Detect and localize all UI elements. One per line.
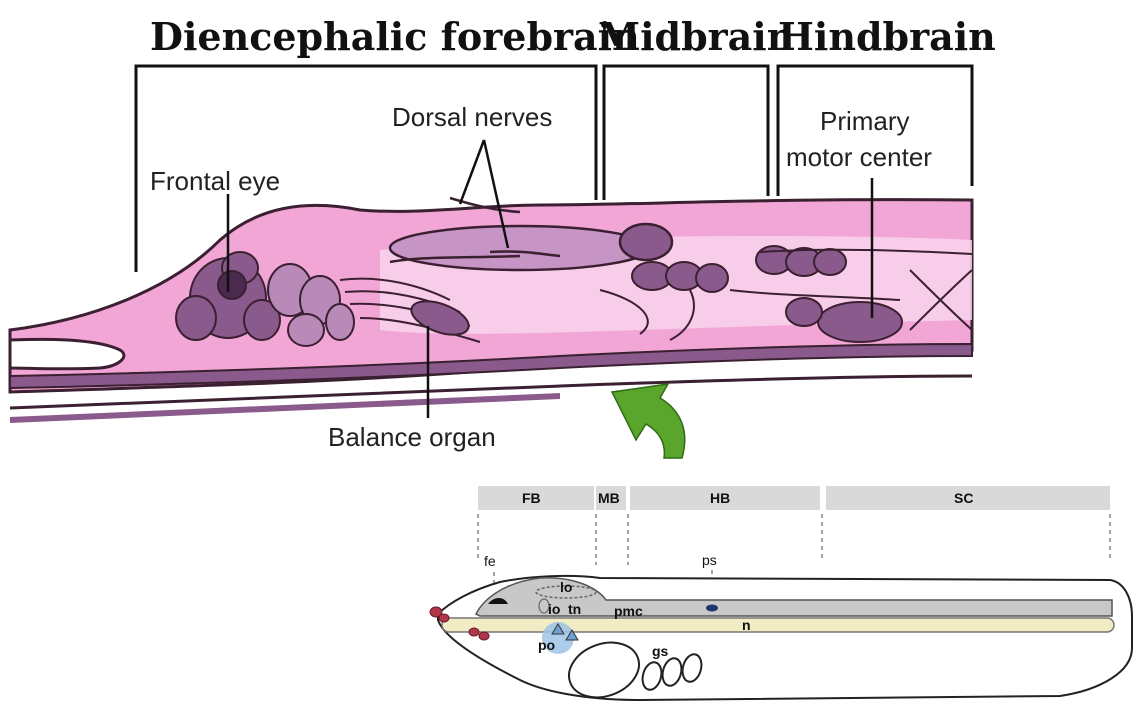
dorsal-nerves-leader-1 (460, 140, 484, 204)
pigment-spot (706, 605, 718, 612)
label-po: po (538, 637, 555, 653)
notochord (442, 618, 1114, 632)
label-io: io (548, 601, 560, 617)
label-pmc: pmc (614, 603, 643, 619)
label-dorsal-nerves: Dorsal nerves (392, 102, 552, 132)
dorsal-vesicle-end (620, 224, 672, 260)
label-balance-organ: Balance organ (328, 422, 496, 452)
label-tn: tn (568, 601, 581, 617)
green-arrow-icon (612, 384, 685, 458)
segment-label-mb: MB (598, 490, 620, 506)
frontal-eye-lobe (176, 296, 216, 340)
segment-label-sc: SC (954, 490, 973, 506)
region-title-forebrain: Diencephalic forebrain (150, 14, 640, 59)
bottom-diagram: FB MB HB SC (430, 486, 1132, 704)
label-fe: fe (484, 553, 496, 569)
label-gs: gs (652, 643, 669, 659)
label-lo: lo (560, 579, 572, 595)
segment-label-hb: HB (710, 490, 730, 506)
label-primary-motor-2: motor center (786, 142, 932, 172)
label-ps: ps (702, 552, 717, 568)
dorsal-vesicle (390, 226, 650, 270)
label-n: n (742, 617, 751, 633)
frontal-eye-pigment (218, 271, 246, 299)
segment-label-fb: FB (522, 490, 541, 506)
label-frontal-eye: Frontal eye (150, 166, 280, 196)
anterior-notch (10, 339, 124, 369)
top-diagram: Diencephalic forebrain Midbrain Hindbrai… (10, 14, 996, 458)
lamellar-cell (288, 314, 324, 346)
primary-motor-center-body (818, 302, 902, 342)
lamellar-cell (326, 304, 354, 340)
label-primary-motor-1: Primary (820, 106, 910, 136)
region-title-hindbrain: Hindbrain (778, 14, 996, 59)
region-title-midbrain: Midbrain (598, 14, 794, 59)
ventral-band-3 (10, 396, 560, 420)
bracket-midbrain (604, 66, 768, 200)
